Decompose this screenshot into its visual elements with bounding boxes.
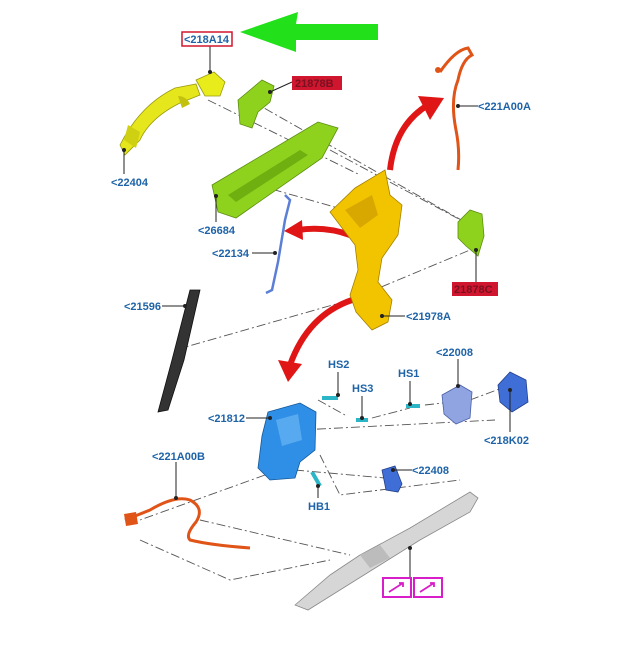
- label-screw-hs3[interactable]: HS3: [352, 383, 373, 395]
- assembly-lines: [139, 99, 511, 581]
- plate-part: [497, 371, 529, 413]
- latch-part: [257, 402, 317, 481]
- label-channel[interactable]: <21596: [124, 301, 161, 313]
- label-bracket-top[interactable]: 21878B: [292, 76, 342, 90]
- label-bracket-right[interactable]: 21878C: [452, 282, 498, 296]
- green-bracket-top-part: [237, 79, 275, 129]
- label-handle[interactable]: <22404: [111, 177, 149, 189]
- label-plate[interactable]: <218K02: [484, 435, 529, 447]
- rod-part: [265, 194, 292, 295]
- label-rod[interactable]: <22134: [212, 248, 250, 260]
- label-screw-hb1[interactable]: HB1: [308, 501, 330, 513]
- screw-hb1-part: [310, 471, 322, 487]
- cable-top-part: [435, 46, 475, 171]
- label-screw-hs1[interactable]: HS1: [398, 368, 419, 380]
- yellow-carrier-part: [329, 169, 403, 331]
- label-handle-base[interactable]: <218A14: [181, 31, 233, 47]
- handle-base-part: [195, 71, 226, 97]
- label-clip[interactable]: <22408: [412, 465, 449, 477]
- channel-part: [157, 289, 201, 413]
- label-cable-bottom[interactable]: <221A00B: [152, 451, 205, 463]
- highlight-arrow: [240, 12, 378, 52]
- green-bracket-right-part: [457, 209, 485, 257]
- red-arrow-up: [387, 96, 444, 171]
- striker-part: [441, 384, 473, 425]
- red-arrow-left: [284, 220, 352, 240]
- cable-bottom-part: [124, 497, 251, 550]
- label-text: <218A14: [184, 34, 230, 46]
- red-arrow-down: [278, 297, 354, 382]
- label-cable-top[interactable]: <221A00A: [478, 101, 531, 113]
- trim-part: [294, 491, 479, 611]
- label-carrier[interactable]: <21978A: [406, 311, 451, 323]
- leader-lines: [122, 46, 512, 578]
- label-frame[interactable]: <26684: [198, 225, 236, 237]
- tool-icon[interactable]: [413, 577, 443, 598]
- label-screw-hs2[interactable]: HS2: [328, 359, 349, 371]
- label-text: 21878C: [454, 284, 493, 296]
- tool-icon[interactable]: [382, 577, 412, 598]
- label-striker[interactable]: <22008: [436, 347, 473, 359]
- green-frame-part: [211, 121, 339, 219]
- label-text: 21878B: [295, 78, 334, 90]
- clip-part: [381, 465, 403, 493]
- exterior-handle-part: [119, 83, 201, 156]
- label-latch[interactable]: <21812: [208, 413, 245, 425]
